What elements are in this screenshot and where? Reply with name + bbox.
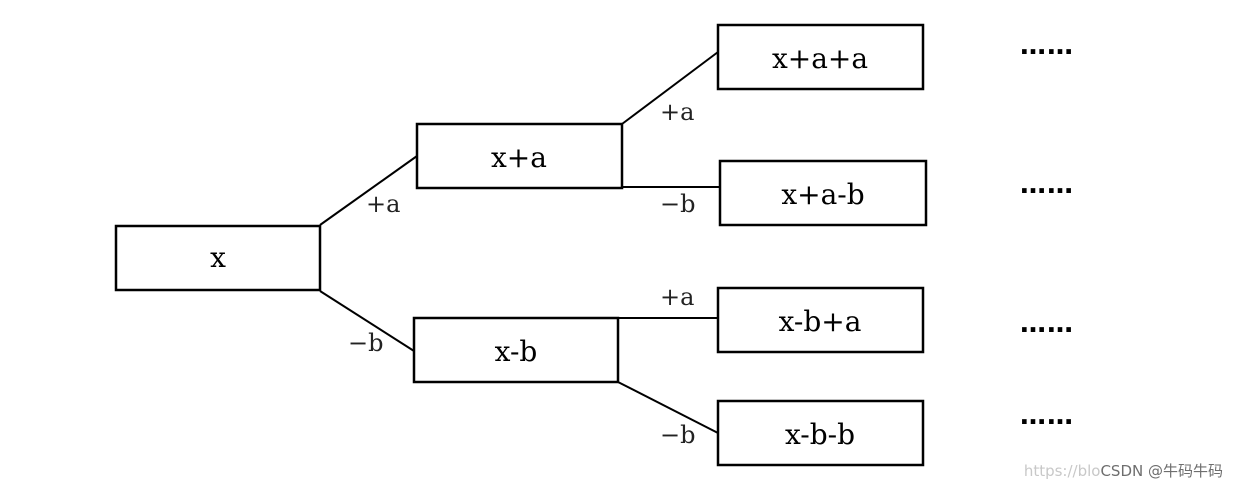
node-plus-a-minus-b: x+a-b — [718, 159, 928, 227]
node-plus-a: x+a — [415, 122, 624, 190]
edge-label-root-plus-a: +a — [366, 190, 400, 218]
edge-minus-b-to-minus-b-minus-b — [617, 381, 719, 434]
edge-root-to-minus-b — [319, 290, 415, 352]
edge-label-root-minus-b: −b — [348, 329, 383, 357]
node-plus-a-plus-a-label: x+a+a — [772, 42, 868, 75]
continuation-dots-4: …… — [1020, 401, 1074, 431]
continuation-dots-3: …… — [1020, 309, 1074, 339]
node-minus-b-plus-a: x-b+a — [716, 286, 925, 354]
node-plus-a-label: x+a — [491, 141, 547, 174]
continuation-dots-1: …… — [1020, 31, 1074, 61]
edge-label-minus-b-minus-b: −b — [660, 421, 695, 449]
node-minus-b-plus-a-label: x-b+a — [779, 305, 862, 338]
edge-label-minus-b-plus-a: +a — [660, 283, 694, 311]
node-minus-b-label: x-b — [495, 335, 538, 368]
node-minus-b-minus-b-label: x-b-b — [785, 418, 855, 451]
node-root-label: x — [210, 241, 226, 274]
continuation-dots-2: …… — [1020, 170, 1074, 200]
node-root: x — [114, 224, 322, 292]
node-minus-b: x-b — [412, 316, 620, 384]
node-minus-b-minus-b: x-b-b — [716, 399, 925, 467]
edge-plus-a-to-plus-a-plus-a — [621, 51, 719, 125]
watermark: https://bloCSDN @牛码牛码 — [1024, 460, 1223, 481]
edge-root-to-plus-a — [319, 155, 418, 226]
watermark-url: https://blo — [1023, 462, 1101, 480]
watermark-brand: CSDN @牛码牛码 — [1100, 462, 1223, 480]
edge-label-plus-a-plus-a: +a — [660, 98, 694, 126]
node-plus-a-minus-b-label: x+a-b — [781, 178, 864, 211]
node-plus-a-plus-a: x+a+a — [716, 23, 925, 91]
edge-label-plus-a-minus-b: −b — [660, 190, 695, 218]
